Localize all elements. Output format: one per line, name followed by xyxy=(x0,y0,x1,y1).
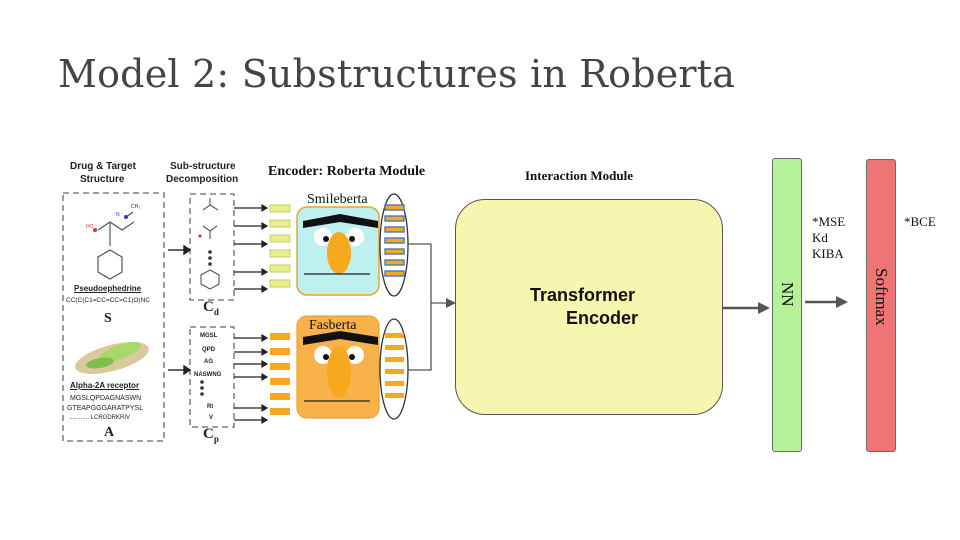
drug-name: Pseudoephedrine xyxy=(74,284,142,293)
protein-fragment-1: MGSL xyxy=(200,333,218,339)
target-name: Alpha-2A receptor xyxy=(70,381,140,390)
nn-label: NN xyxy=(778,282,797,307)
protein-cartoon xyxy=(75,342,149,374)
protein-substructure-letter: C xyxy=(203,426,214,442)
nn-metric-kd: Kd xyxy=(812,230,828,245)
hydroxyl-dot xyxy=(93,228,97,232)
nn-bar xyxy=(772,158,802,452)
protein-fragment-arrows xyxy=(234,333,269,425)
decomp-arrows xyxy=(168,244,192,376)
drug-substructure-letter: C xyxy=(203,299,214,315)
fasberta-face xyxy=(296,315,380,419)
fasta-embedding xyxy=(379,318,409,420)
drug-target-header-1: Drug & Target xyxy=(70,161,136,172)
smiles-embedding xyxy=(379,193,409,297)
transformer-to-nn-arrowhead xyxy=(758,302,770,314)
substructure-header-2: Decomposition xyxy=(166,174,239,185)
protein-substructure-subscript: p xyxy=(213,434,219,444)
nh-label: N xyxy=(116,212,120,218)
left-figure: Drug & Target Structure Sub-structure De… xyxy=(60,155,270,455)
protein-fragment-5: RI xyxy=(207,404,213,410)
drug-smiles: CC(C(C1=CC=CC=C1)O)NC xyxy=(66,297,150,304)
ho-label: HO xyxy=(86,224,94,230)
protein-fragment-3: AG xyxy=(204,359,213,365)
drug-symbol: S xyxy=(104,311,112,326)
drug-substructure-symbol: Cd xyxy=(203,299,219,317)
drug-substructure-subscript: d xyxy=(213,307,219,317)
transformer-label-line-2: Encoder xyxy=(566,308,639,328)
nn-metric-kiba: KIBA xyxy=(812,246,844,261)
merge-connector xyxy=(408,243,448,371)
smileberta-label: Smileberta xyxy=(307,192,368,207)
target-seq-line-1: MGSLQPDAGNASWN xyxy=(70,395,142,402)
drug-fragment-arrows xyxy=(234,203,269,294)
ch3-label: CH₃ xyxy=(131,204,141,210)
protein-substructure-symbol: Cp xyxy=(203,426,219,444)
transformer-label-line-1: Transformer xyxy=(530,285,636,305)
fasberta-label: Fasberta xyxy=(309,318,357,333)
protein-fragment-6: V xyxy=(209,415,214,421)
drug-substructure-dashed-box xyxy=(189,193,235,301)
merge-arrowhead xyxy=(446,298,456,308)
target-symbol: A xyxy=(104,425,115,440)
softmax-bar xyxy=(866,159,896,452)
substructure-header-1: Sub-structure xyxy=(170,161,236,172)
pseudoephedrine-molecule xyxy=(97,211,135,280)
drug-target-header-2: Structure xyxy=(80,174,125,185)
interaction-header: Interaction Module xyxy=(525,168,633,183)
transformer-encoder-box xyxy=(455,199,723,415)
nn-metric-mse: *MSE xyxy=(812,214,846,229)
protein-fragment-4: NASWNG xyxy=(194,372,222,378)
target-seq-line-3: ............ LCRGDRKRIV xyxy=(69,415,131,421)
encoder-header: Encoder: Roberta Module xyxy=(268,164,426,179)
drug-target-dashed-box xyxy=(62,192,165,442)
softmax-label: Softmax xyxy=(872,268,891,326)
fasta-token-stack xyxy=(270,333,290,415)
smiles-token-stack xyxy=(269,204,291,288)
slide-title: Model 2: Substructures in Roberta xyxy=(58,52,736,96)
nn-to-softmax-arrowhead xyxy=(836,296,848,308)
softmax-metric-bce: *BCE xyxy=(904,214,936,229)
amine-dot xyxy=(124,215,128,219)
protein-fragment-2: QPD xyxy=(202,347,216,353)
smileberta-face xyxy=(296,206,380,296)
drug-fragment-sketch xyxy=(200,198,220,290)
target-seq-line-2: GTEAPGGGARATPYSL xyxy=(67,405,144,412)
